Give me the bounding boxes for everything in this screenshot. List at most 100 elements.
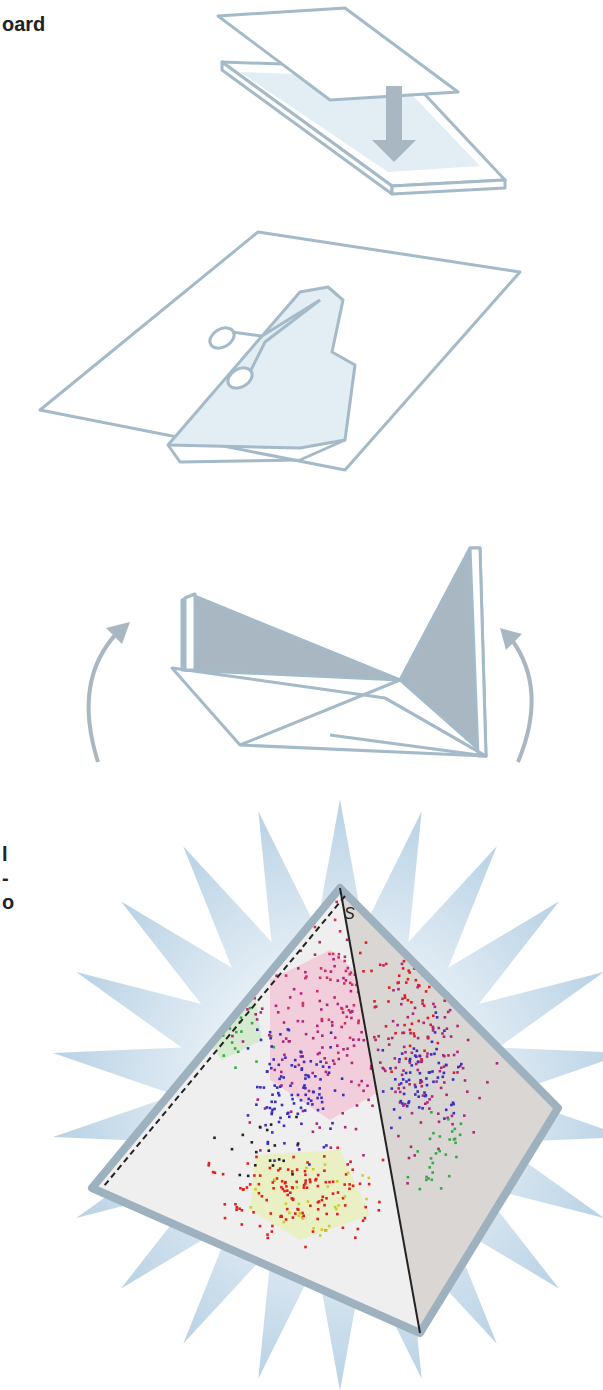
- data-dot: [285, 1218, 288, 1221]
- data-dot: [281, 1180, 284, 1183]
- data-dot: [291, 1170, 294, 1173]
- data-dot: [325, 1213, 328, 1216]
- data-dot: [272, 1187, 275, 1190]
- data-dot: [307, 1102, 310, 1105]
- data-dot: [303, 1186, 306, 1189]
- data-dot: [388, 1043, 391, 1046]
- data-dot: [362, 970, 365, 973]
- data-dot: [437, 1076, 440, 1079]
- data-dot: [300, 992, 303, 995]
- data-dot: [321, 1199, 324, 1202]
- data-dot: [336, 1044, 339, 1047]
- data-dot: [274, 1144, 277, 1147]
- data-dot: [368, 1177, 371, 1180]
- data-dot: [421, 1107, 424, 1110]
- data-dot: [307, 1098, 310, 1101]
- data-dot: [438, 1121, 441, 1124]
- data-dot: [305, 906, 308, 909]
- data-dot: [437, 1042, 440, 1045]
- data-dot: [370, 941, 373, 944]
- cropped-heading: oard: [2, 12, 45, 36]
- data-dot: [269, 1037, 272, 1040]
- data-dot: [269, 1159, 272, 1162]
- data-dot: [435, 1011, 438, 1014]
- data-dot: [332, 958, 335, 961]
- fold-flap-left: [182, 595, 400, 680]
- data-dot: [224, 1217, 227, 1220]
- data-dot: [325, 1061, 328, 1064]
- data-dot: [373, 1036, 376, 1039]
- data-dot: [404, 1051, 407, 1054]
- data-dot: [420, 1121, 423, 1124]
- data-dot: [322, 1196, 325, 1199]
- data-dot: [291, 1186, 294, 1189]
- data-dot: [418, 1055, 421, 1058]
- data-dot: [414, 1093, 417, 1096]
- data-dot: [416, 1090, 419, 1093]
- data-dot: [382, 1040, 385, 1043]
- data-dot: [375, 1026, 378, 1029]
- data-dot: [380, 1079, 383, 1082]
- data-dot: [403, 1016, 406, 1019]
- data-dot: [372, 984, 375, 987]
- data-dot: [425, 1077, 428, 1080]
- data-dot: [249, 1121, 252, 1124]
- sheet: [40, 232, 520, 470]
- data-dot: [357, 1022, 360, 1025]
- data-dot: [408, 1157, 411, 1160]
- data-dot: [396, 1024, 399, 1027]
- data-dot: [284, 1181, 287, 1184]
- data-dot: [278, 1094, 281, 1097]
- data-dot: [217, 1015, 220, 1018]
- starburst: [53, 799, 603, 1390]
- data-dot: [256, 1018, 259, 1021]
- data-dot: [289, 996, 292, 999]
- data-dot: [452, 1103, 455, 1106]
- arrow-head: [106, 622, 130, 644]
- data-dot: [218, 1019, 221, 1022]
- data-dot: [343, 1183, 346, 1186]
- data-dot: [259, 1174, 262, 1177]
- data-dot: [283, 1125, 286, 1128]
- data-dot: [365, 941, 368, 944]
- data-dot: [370, 970, 373, 973]
- data-dot: [312, 1091, 315, 1094]
- data-dot: [444, 943, 447, 946]
- data-dot: [496, 1062, 499, 1065]
- data-dot: [317, 1030, 320, 1033]
- data-dot: [382, 1049, 385, 1052]
- data-dot: [285, 1185, 288, 1188]
- data-dot: [412, 946, 415, 949]
- data-dot: [442, 1054, 445, 1057]
- data-dot: [301, 1212, 304, 1215]
- data-dot: [252, 1211, 255, 1214]
- data-dot: [440, 1187, 443, 1190]
- data-dot: [377, 1049, 380, 1052]
- data-dot: [344, 956, 347, 959]
- data-dot: [411, 1064, 414, 1067]
- data-dot: [398, 1058, 401, 1061]
- data-dot: [246, 1186, 249, 1189]
- data-dot: [296, 1186, 299, 1189]
- data-dot: [260, 1039, 263, 1042]
- data-dot: [304, 977, 307, 980]
- data-dot: [374, 1039, 377, 1042]
- data-dot: [412, 1012, 415, 1015]
- data-dot: [408, 971, 411, 974]
- data-dot: [435, 1048, 438, 1051]
- data-dot: [335, 901, 338, 904]
- data-dot: [475, 1009, 478, 1012]
- cut-out-piece: [168, 287, 355, 448]
- data-dot: [378, 1025, 381, 1028]
- data-dot: [316, 1025, 319, 1028]
- data-dot: [272, 1181, 275, 1184]
- data-dot: [282, 1076, 285, 1079]
- data-dot: [443, 952, 446, 955]
- data-dot: [337, 1191, 340, 1194]
- data-dot: [402, 967, 405, 970]
- data-dot: [346, 1016, 349, 1019]
- data-dot: [247, 1047, 250, 1050]
- data-dot: [401, 1102, 404, 1105]
- corner-letter: S: [344, 902, 355, 926]
- tetra-edge: [104, 896, 345, 1186]
